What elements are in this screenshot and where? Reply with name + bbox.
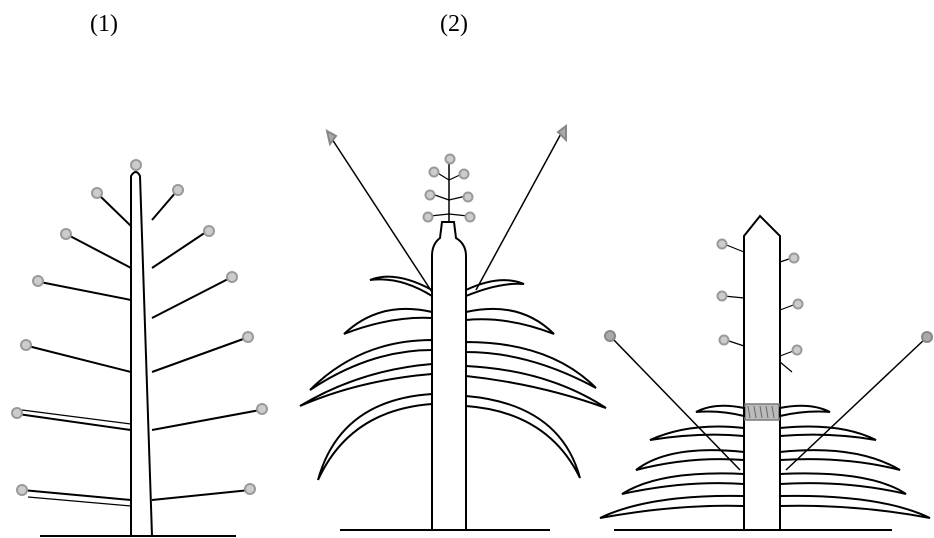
branch-r1 [152,490,250,500]
plant-3 [600,216,932,530]
bud-icon [466,213,475,222]
buds-1 [12,160,267,495]
bud-stalks-3 [724,244,796,372]
leaf-icon [466,280,524,296]
bud-icon [227,272,237,282]
branch-r6 [152,192,176,220]
leaf-icon [780,406,830,416]
pull-line-left-2 [330,136,432,292]
bud-icon [426,191,435,200]
bud-icon [464,193,473,202]
bud-icon [131,160,141,170]
bud-icon [204,226,214,236]
leaf-icon [318,394,432,480]
leaf-icon [780,427,876,441]
bud-icon [720,336,729,345]
leaf-icon [780,496,930,518]
pull-line-right-2 [476,130,563,290]
bud-icon [173,185,183,195]
plant-2 [300,126,606,530]
bud-icon [257,404,267,414]
branch-r4 [152,278,230,318]
bud-icon [424,213,433,222]
branch-r5 [152,232,206,268]
bud-icon [793,346,802,355]
arrow-head-icon [605,331,615,341]
bud-icon [245,484,255,494]
bud-icon [33,276,43,286]
leaf-icon [650,427,744,441]
leaf-icon [696,406,744,416]
leaf-icon [300,364,432,406]
bud-icon [243,332,253,342]
stem-3 [744,216,780,530]
leaf-icon [636,450,744,470]
leaf-icon [600,496,744,518]
bud-icon [61,229,71,239]
leaf-icon [466,396,580,478]
leaf-icon [344,309,432,334]
arrow-head-icon [922,332,932,342]
bud-icon [17,485,27,495]
leaf-icon [780,473,906,494]
bud-icon [92,188,102,198]
bud-icon [718,240,727,249]
branch-l4 [40,282,131,300]
branch-l5 [70,236,131,268]
leaf-icon [622,473,744,494]
leaf-icon [466,342,596,388]
branch-l6 [100,196,131,226]
leaf-icon [466,366,606,408]
plant-1 [12,160,267,536]
leaf-icon [370,277,432,296]
bud-icon [12,408,22,418]
leaf-icon [466,309,554,334]
branch-r2 [152,410,260,430]
bud-icon [790,254,799,263]
bud-icon [430,168,439,177]
bud-icon [446,155,455,164]
bud-icon [21,340,31,350]
bud-icon [460,170,469,179]
stem-2 [432,222,466,530]
leaf-icon [780,450,900,470]
bud-icon [794,300,803,309]
branch-r3 [152,338,246,372]
bud-icon [718,292,727,301]
trunk-1 [131,172,152,536]
branch-l3 [28,346,131,372]
